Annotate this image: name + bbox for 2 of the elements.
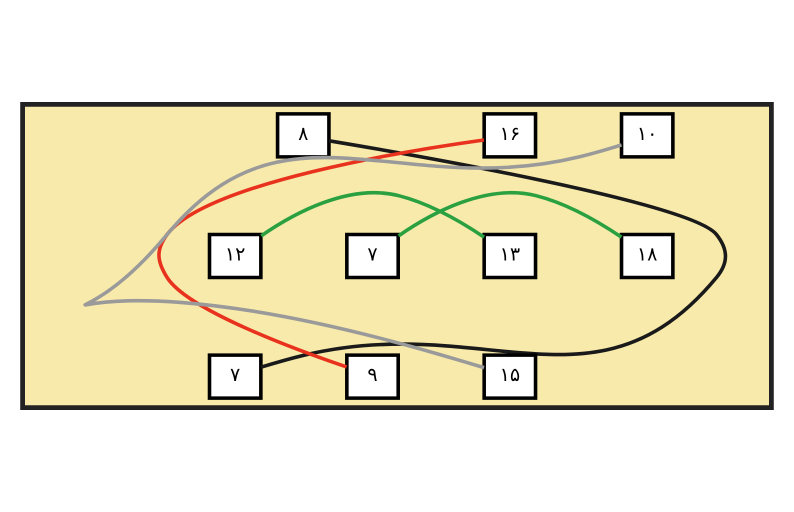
node-box: ۱۸ [620,232,675,280]
node-box: ۱۰ [620,112,675,159]
